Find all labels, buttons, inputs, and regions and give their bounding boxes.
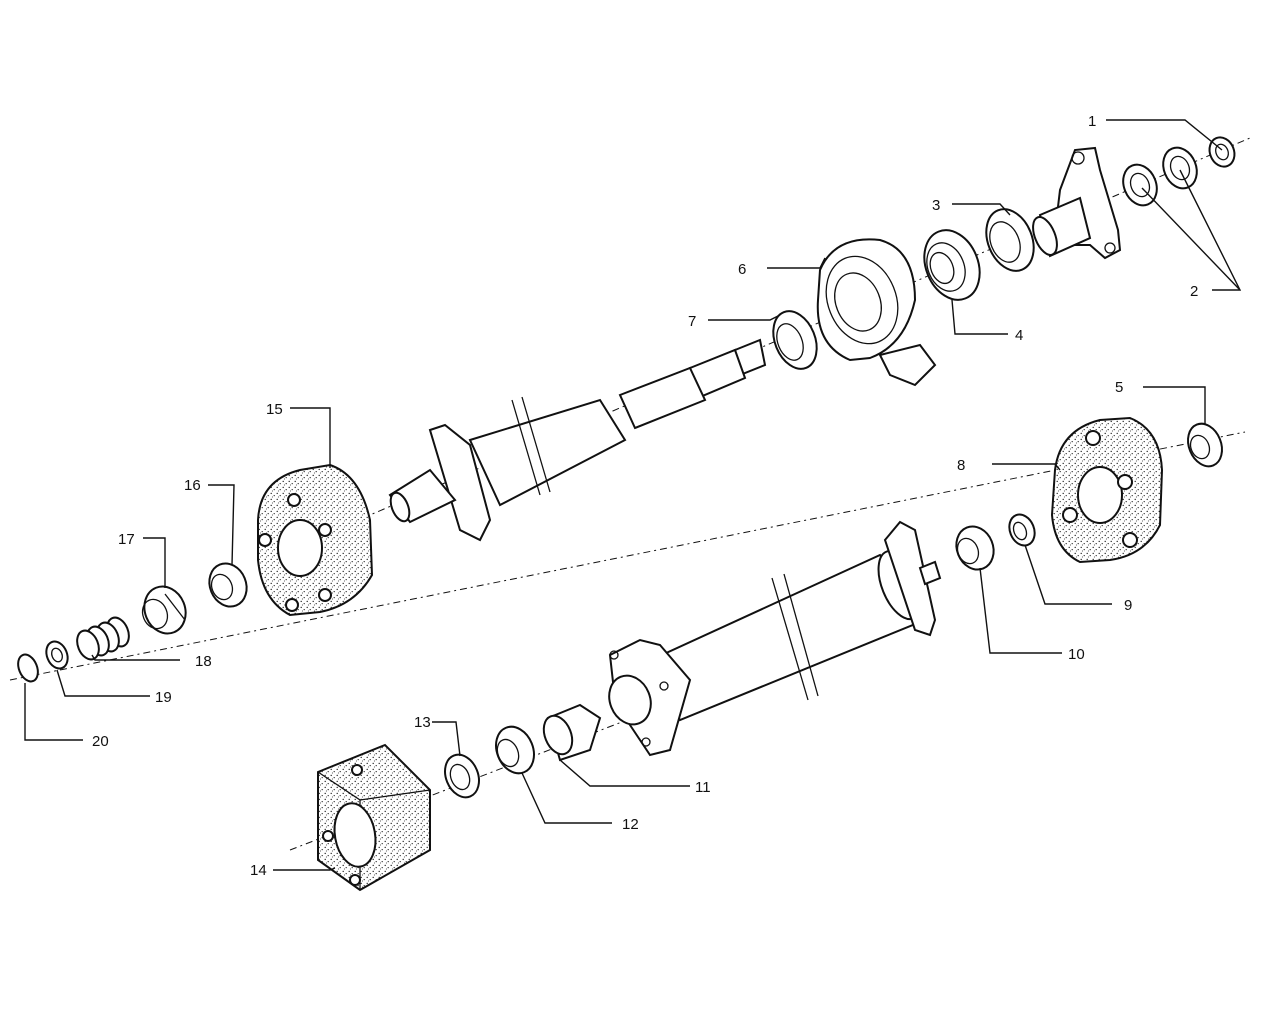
part-19-washer: [45, 640, 69, 670]
part-1-nut: [1208, 136, 1236, 168]
callout-9: 9: [1124, 597, 1132, 614]
part-10-seal: [955, 525, 995, 571]
callout-10: 10: [1068, 646, 1085, 663]
callout-5: 5: [1115, 379, 1123, 396]
callout-18: 18: [195, 653, 212, 670]
part-5-bushing: [1187, 422, 1223, 468]
callout-4: 4: [1015, 327, 1023, 344]
middle-axis: [9, 431, 1246, 681]
callout-7: 7: [688, 313, 696, 330]
part-13-clip: [444, 753, 480, 799]
callout-13: 13: [414, 714, 431, 731]
part-8-flex-disc: [1050, 416, 1164, 564]
part-7-seal: [772, 310, 818, 370]
callout-14: 14: [250, 862, 267, 879]
part-18-spring: [76, 616, 130, 661]
upper-flange-yoke: [1032, 146, 1122, 260]
part-12-bushing: [495, 725, 535, 775]
callout-1: 1: [1088, 113, 1096, 130]
part-16-bushing: [208, 562, 248, 608]
part-14-flex-coupling: [317, 743, 431, 892]
callout-3: 3: [932, 197, 940, 214]
part-3-seal: [985, 208, 1035, 272]
part-4-bearing: [923, 229, 981, 301]
callout-15: 15: [266, 401, 283, 418]
callout-20: 20: [92, 733, 109, 750]
callout-6: 6: [738, 261, 746, 278]
callout-leaders: [24, 119, 1242, 871]
upper-driveshaft: [388, 338, 767, 542]
part-20-circlip: [17, 653, 39, 683]
callout-8: 8: [957, 457, 965, 474]
callout-2: 2: [1190, 283, 1198, 300]
part-11-sleeve: [542, 703, 602, 762]
lower-driveshaft: [608, 520, 942, 757]
callout-17: 17: [118, 531, 135, 548]
part-15-flex-disc: [257, 463, 374, 617]
callout-12: 12: [622, 816, 639, 833]
part-6-center-support: [816, 238, 937, 387]
callout-19: 19: [155, 689, 172, 706]
part-9-ring: [1008, 513, 1036, 547]
callout-16: 16: [184, 477, 201, 494]
callout-11: 11: [695, 779, 711, 796]
part-17-sleeve: [141, 585, 187, 635]
